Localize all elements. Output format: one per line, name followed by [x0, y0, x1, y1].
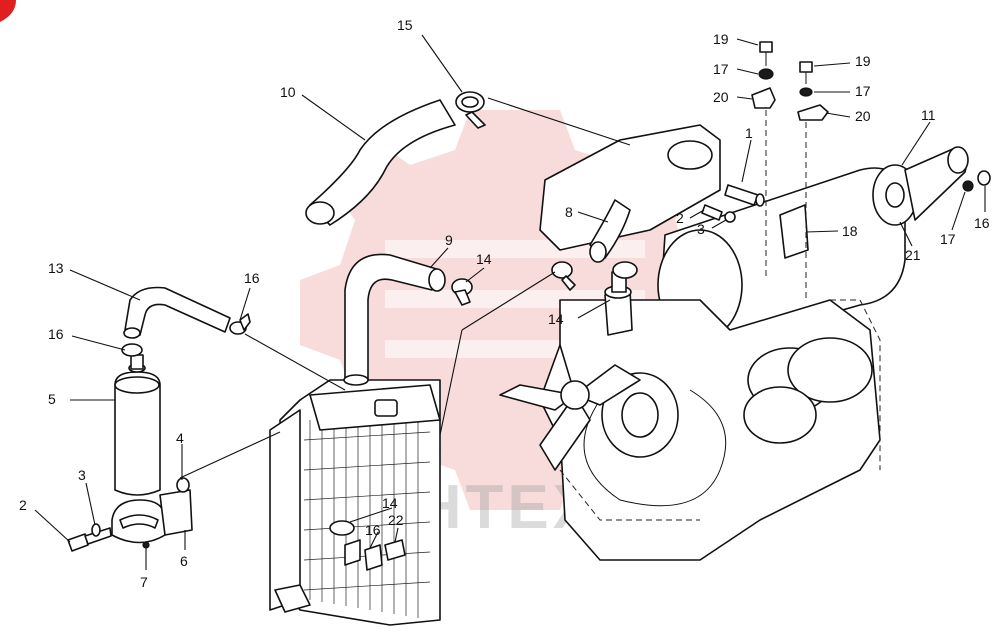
clamp-13-d: [329, 520, 355, 536]
callout-4: 4: [176, 430, 184, 446]
clamp-13-c: [612, 261, 638, 279]
callout-3-left: 3: [78, 467, 86, 483]
callout-11: 11: [921, 107, 936, 123]
washer-17-a: [758, 68, 774, 80]
callout-22: 22: [388, 512, 404, 528]
engine-assembly: [499, 124, 969, 561]
callout-19-a: 19: [713, 31, 729, 47]
callout-10: 10: [280, 84, 296, 100]
callout-17-b: 17: [855, 83, 871, 99]
washer-17-c: [962, 180, 974, 192]
clamp-13-a: [451, 278, 473, 306]
leader-lines: [34, 34, 986, 570]
callout-7: 7: [140, 574, 148, 590]
callout-5: 5: [48, 391, 56, 407]
callout-21: 21: [905, 247, 921, 263]
reservoir-tank: [114, 354, 161, 496]
callout-20-b: 20: [855, 108, 871, 124]
callout-19-b: 19: [855, 53, 871, 69]
washer-4: [176, 477, 190, 493]
tank-bracket: [111, 489, 193, 549]
bolt-2-right: [701, 204, 736, 223]
bolt-1: [724, 184, 765, 207]
callout-13-a: 14: [476, 251, 492, 267]
callout-8: 8: [565, 204, 573, 220]
callout-9: 9: [445, 232, 453, 248]
cooling-fan: [499, 344, 641, 471]
hose-10: [309, 99, 456, 226]
callout-17-a: 17: [713, 61, 729, 77]
clamp-14: [455, 91, 486, 129]
clamp-15-b: [121, 343, 143, 357]
hose-12: [124, 286, 231, 336]
radiator: [269, 379, 441, 626]
bolt-left: [67, 523, 112, 552]
clamp-13-b: [551, 261, 576, 291]
callout-15-b: 16: [48, 326, 64, 342]
callout-2-right: 2: [676, 210, 684, 226]
clamp-20-b: [797, 104, 829, 121]
callout-16: 16: [974, 215, 990, 231]
callout-2-left: 2: [19, 497, 27, 513]
callout-3-right: 3: [697, 221, 705, 237]
nut-16: [977, 170, 991, 186]
lower-hose-fittings: [344, 539, 361, 566]
callout-13-b: 14: [548, 311, 564, 327]
callout-6: 6: [180, 553, 188, 569]
bolt-19-b: [799, 61, 813, 84]
callout-13-c: 14: [382, 495, 398, 511]
clamp-15-a: [229, 313, 251, 335]
corner-marker: [0, 0, 16, 22]
clamp-20-a: [751, 87, 776, 109]
bolt-19-a: [759, 41, 773, 66]
callout-1: 1: [745, 125, 753, 141]
callout-20-a: 20: [713, 89, 729, 105]
callout-18: 18: [842, 223, 858, 239]
callout-15-a: 16: [244, 270, 260, 286]
callout-17-c: 17: [940, 231, 956, 247]
callout-12: 13: [48, 260, 64, 276]
callout-14: 15: [397, 17, 413, 33]
washer-17-b: [799, 87, 813, 97]
callout-15-c: 16: [365, 522, 381, 538]
callout-labels: 15 10 13 16 16 5 4 3 2 7 6 9 14 8 14 1 2…: [19, 17, 990, 590]
